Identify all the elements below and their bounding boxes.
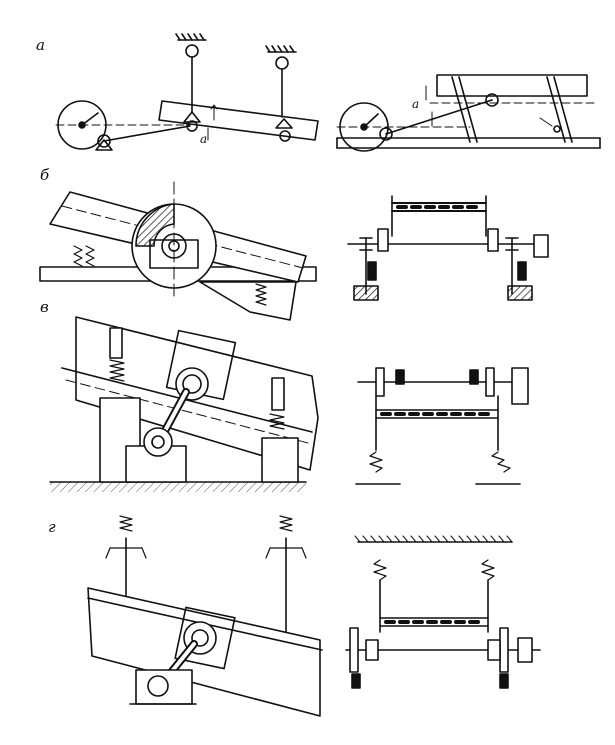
panel-v-right-kinematic <box>355 367 529 485</box>
panel-a-left-scheme <box>55 33 319 151</box>
panel-g-left-screen <box>87 515 323 717</box>
panel-label-a: а <box>36 36 45 54</box>
panel-b-right-kinematic <box>347 195 549 301</box>
panel-label-b: б <box>40 166 50 184</box>
panel-b-left-screen <box>39 181 317 321</box>
amplitude-label-right: a <box>412 97 420 111</box>
panel-v-left-screen <box>49 316 319 492</box>
panel-g-right-kinematic <box>345 535 541 689</box>
panel-label-g: г <box>48 518 56 536</box>
amplitude-label-left: a <box>200 132 208 146</box>
panel-a-right-scheme <box>336 74 601 152</box>
panel-label-v: в <box>40 298 49 316</box>
